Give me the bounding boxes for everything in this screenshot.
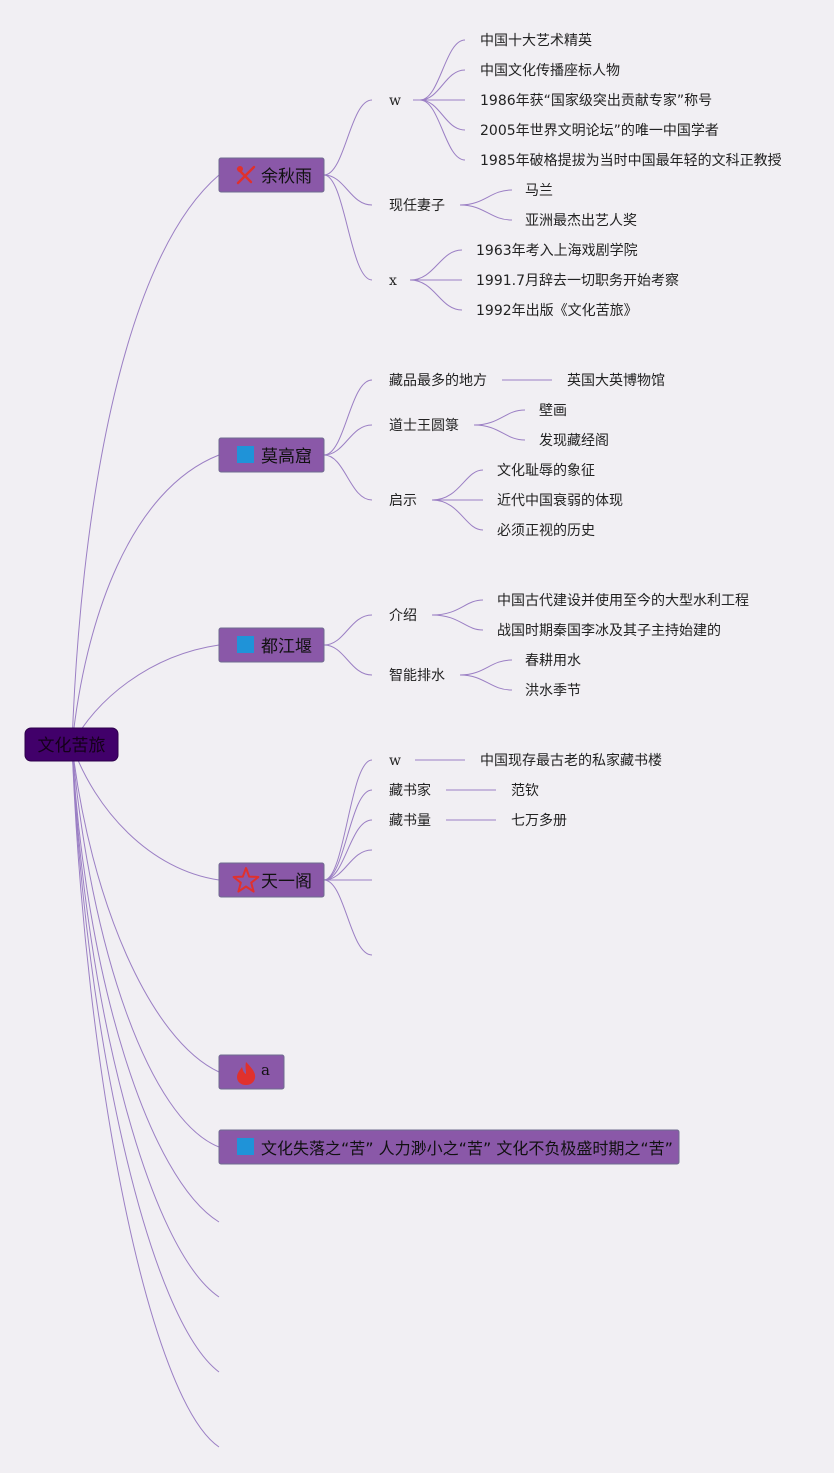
connectors [71,39,552,1448]
branch-node-tianyige[interactable]: 天一阁 [218,862,325,898]
branch-label-mogaoku: 莫高窟 [261,447,312,467]
tools-icon [236,165,256,185]
leaf-item[interactable]: 2005年世界文明论坛”的唯一中国学者 [480,123,719,139]
branch-node-dujiangyan[interactable]: 都江堰 [218,627,325,663]
subtopic-wang-yuanlu[interactable]: 道士王圆箓 [389,418,459,434]
branch-node-summary[interactable]: 文化失落之“苦” 人力渺小之“苦” 文化不负极盛时期之“苦” [218,1129,680,1165]
subtopic-collection-size[interactable]: 藏书量 [389,813,431,829]
leaf-item[interactable]: 1985年破格提拔为当时中国最年轻的文科正教授 [480,153,782,169]
subtopic-smart-drainage[interactable]: 智能排水 [389,668,445,684]
leaf-item[interactable]: 1963年考入上海戏剧学院 [476,243,638,259]
subtopic-collector[interactable]: 藏书家 [389,782,431,799]
branch-label-dujiangyan: 都江堰 [261,637,312,657]
connector-root-summary [71,744,220,1148]
connector-root-a [71,744,220,1073]
leaf-item[interactable]: 1992年出版《文化苦旅》 [476,303,638,319]
square-icon [237,446,254,463]
branch-node-yuqiuyu[interactable]: 余秋雨 [218,157,325,193]
square-icon [237,636,254,653]
leaf-item[interactable]: 亚洲最杰出艺人奖 [525,212,637,229]
subtopic-x[interactable]: x [389,273,397,289]
leaf-item[interactable]: 必须正视的历史 [497,523,595,539]
root-node[interactable]: 文化苦旅 [24,727,119,762]
subtopic-enlightenment[interactable]: 启示 [389,493,417,509]
root-label: 文化苦旅 [38,736,106,756]
subtopic-w[interactable]: w [389,753,401,769]
branch-node-mogaoku[interactable]: 莫高窟 [218,437,325,473]
subtopic-current-wife[interactable]: 现任妻子 [389,198,445,214]
subtopic-group-dujiangyan: 介绍 中国古代建设并使用至今的大型水利工程 战国时期秦国李冰及其子主持始建的 智… [389,592,749,699]
leaf-item[interactable]: 1986年获“国家级突出贡献专家”称号 [480,92,712,109]
branch-node-a[interactable]: a [218,1054,285,1090]
subtopic-introduction[interactable]: 介绍 [389,608,417,624]
fire-icon [237,1062,256,1085]
connector-root-tianyige [71,744,220,881]
connector-root-yuqiuyu [71,174,220,746]
leaf-item[interactable]: 中国十大艺术精英 [480,32,592,49]
subtopic-group-mogaoku: 藏品最多的地方 英国大英博物馆 道士王圆箓 壁画 发现藏经阁 启示 文化耻辱的象… [389,372,665,539]
leaf-item[interactable]: 中国现存最古老的私家藏书楼 [480,752,662,769]
branch-label-summary: 文化失落之“苦” 人力渺小之“苦” 文化不负极盛时期之“苦” [261,1139,673,1158]
leaf-item[interactable]: 发现藏经阁 [539,433,609,449]
square-icon [237,1138,254,1155]
leaf-item[interactable]: 近代中国衰弱的体现 [497,492,623,509]
leaf-item[interactable]: 中国古代建设并使用至今的大型水利工程 [497,592,749,609]
connector-yqy-w [323,99,373,176]
leaf-item[interactable]: 范钦 [511,782,539,799]
branch-label-yuqiuyu: 余秋雨 [261,167,312,187]
connector-root-mogaoku [71,454,220,746]
leaf-item[interactable]: 1991.7月辞去一切职务开始考察 [476,272,679,289]
leaf-item[interactable]: 文化耻辱的象征 [497,463,595,479]
leaf-item[interactable]: 英国大英博物馆 [567,372,665,389]
connector-root-empty-3 [71,744,220,1373]
subtopic-w[interactable]: w [389,93,401,109]
branch-label-a: a [261,1061,270,1079]
connector-root-empty-1 [71,744,220,1223]
subtopic-group-yuqiuyu: w 中国十大艺术精英 中国文化传播座标人物 1986年获“国家级突出贡献专家”称… [389,32,782,319]
leaf-item[interactable]: 七万多册 [511,812,567,829]
leaf-item[interactable]: 壁画 [539,403,567,419]
connector-root-empty-4 [71,744,220,1448]
leaf-item[interactable]: 中国文化传播座标人物 [480,63,620,79]
connector-yqy-wife [323,174,373,206]
connector-root-empty-2 [71,744,220,1298]
connector-yqy-x [323,174,373,281]
branch-label-tianyige: 天一阁 [261,872,312,892]
star-icon [232,867,260,893]
leaf-item[interactable]: 洪水季节 [525,683,581,699]
subtopic-group-tianyige: w 中国现存最古老的私家藏书楼 藏书家 范钦 藏书量 七万多册 [389,752,662,829]
leaf-item[interactable]: 春耕用水 [525,652,581,669]
leaf-item[interactable]: 战国时期秦国李冰及其子主持始建的 [497,623,721,639]
subtopic-most-collection[interactable]: 藏品最多的地方 [389,372,487,389]
leaf-item[interactable]: 马兰 [525,183,553,199]
